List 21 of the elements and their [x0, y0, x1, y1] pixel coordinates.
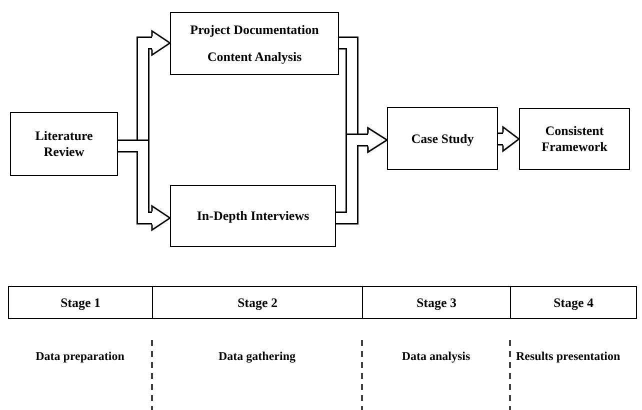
box-label: Content Analysis: [207, 48, 302, 65]
stage-label: Stage 4: [553, 294, 594, 310]
stage-label: Stage 3: [416, 294, 457, 310]
box-label: Consistent Framework: [540, 123, 608, 155]
process-box: [519, 108, 630, 170]
phase-label: Results presentation: [516, 349, 620, 364]
process-box: [170, 12, 339, 75]
box-label: Project Documentation: [190, 22, 319, 38]
block-arrow: [118, 140, 172, 232]
process-box: [170, 185, 336, 247]
phase-label: Data gathering: [218, 349, 296, 364]
phase-label: Data analysis: [402, 349, 470, 364]
stage-label: Stage 1: [60, 294, 101, 310]
phase-label: Data preparation: [36, 349, 124, 364]
block-arrow: [336, 126, 388, 224]
box-label: Case Study: [411, 130, 474, 146]
box-label: Literature Review: [34, 128, 94, 160]
process-box: [387, 107, 498, 170]
process-box: [10, 112, 118, 176]
box-label: In-Depth Interviews: [196, 208, 310, 224]
stage-label: Stage 2: [237, 294, 278, 310]
